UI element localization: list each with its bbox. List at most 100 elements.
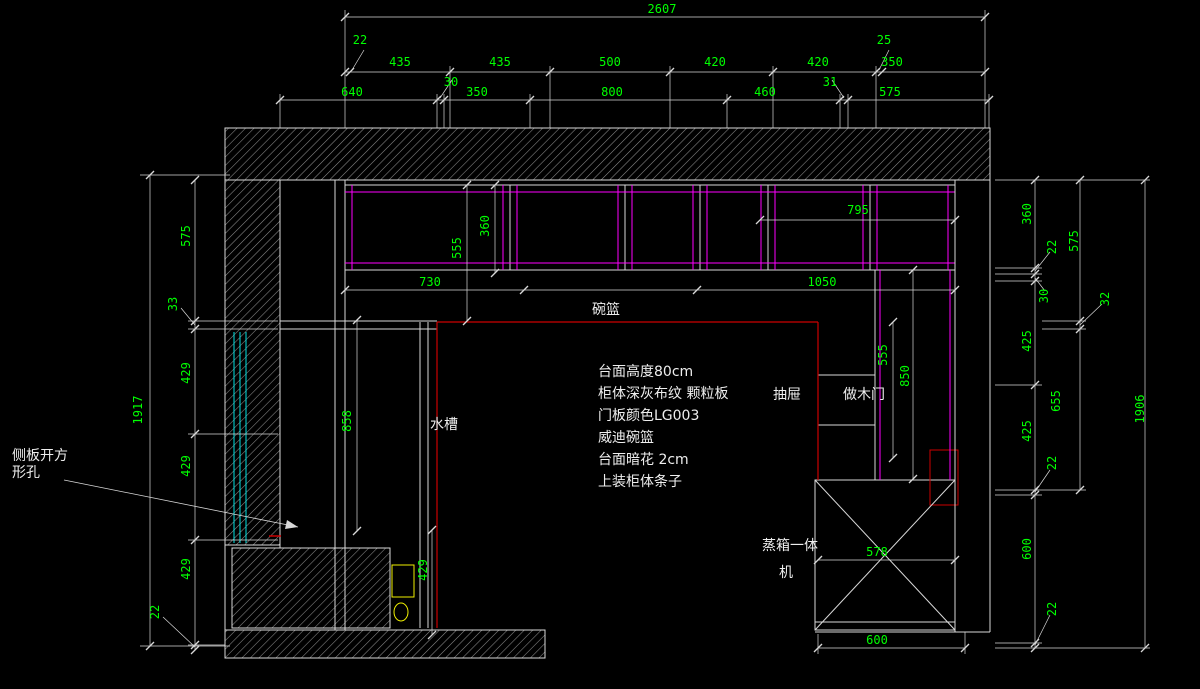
- dimension-tick: [190, 535, 200, 545]
- annotation-label: 水槽: [430, 417, 458, 433]
- dimension-tick: [352, 526, 362, 536]
- dim-label: 858: [340, 410, 354, 432]
- dimension-tick: [950, 215, 960, 225]
- dim-label: 1917: [131, 396, 145, 425]
- dim-label: 22: [1045, 240, 1059, 254]
- dim-leader: [180, 307, 196, 326]
- oven-cross-line: [814, 479, 956, 631]
- dimension-tick: [427, 630, 437, 640]
- sink-fixture-circle: [393, 602, 409, 622]
- dim-label: 350: [881, 55, 903, 69]
- dim-label: 435: [489, 55, 511, 69]
- note-line: 柜体深灰布纹 颗粒板: [598, 386, 728, 402]
- annotation-label: 侧板开方: [12, 448, 68, 464]
- dimension-tick: [1075, 324, 1085, 334]
- dim-label: 429: [416, 559, 430, 581]
- dimension-tick: [692, 285, 702, 295]
- note-line: 上装柜体条子: [598, 473, 682, 490]
- dimension-tick: [960, 643, 970, 653]
- dim-label: 360: [478, 215, 492, 237]
- dim-leader: [162, 616, 196, 648]
- dim-leader: [1079, 303, 1103, 326]
- dimension-tick: [432, 95, 442, 105]
- dimension-tick: [439, 95, 449, 105]
- annotation-label: 做木门: [843, 387, 885, 403]
- dimension-tick: [190, 640, 200, 650]
- dim-label: 420: [704, 55, 726, 69]
- sink-fixture-rect: [391, 564, 415, 598]
- dim-label: 575: [179, 225, 193, 247]
- dim-label: 32: [1098, 292, 1112, 306]
- dim-label: 640: [341, 85, 363, 99]
- dim-label: 655: [1049, 390, 1063, 412]
- dimension-tick: [275, 95, 285, 105]
- dim-label: 429: [179, 362, 193, 384]
- red-appliance-marker: [929, 449, 959, 506]
- dimension-tick: [984, 95, 994, 105]
- dim-label: 22: [148, 605, 162, 619]
- dimension-tick: [1075, 316, 1085, 326]
- dimension-tick: [1140, 175, 1150, 185]
- dimension-tick: [519, 285, 529, 295]
- dimension-tick: [340, 12, 350, 22]
- annotation-label: 形孔: [12, 465, 40, 481]
- dimension-tick: [908, 474, 918, 484]
- dim-label: 1050: [808, 275, 837, 289]
- dimension-tick: [813, 643, 823, 653]
- dimension-tick: [145, 170, 155, 180]
- annotation-label: 机: [779, 565, 793, 581]
- dim-label: 850: [898, 365, 912, 387]
- dimension-tick: [190, 316, 200, 326]
- dimension-tick: [877, 67, 887, 77]
- dimension-tick: [871, 67, 881, 77]
- dimension-tick: [340, 285, 350, 295]
- dimension-tick: [980, 67, 990, 77]
- dim-leader: [439, 79, 453, 99]
- dimension-tick: [1030, 485, 1040, 495]
- dimension-tick: [755, 215, 765, 225]
- dimension-tick: [1030, 263, 1040, 273]
- dimension-tick: [1030, 276, 1040, 286]
- dimension-tick: [722, 95, 732, 105]
- dimension-tick: [445, 67, 455, 77]
- dim-label: 575: [879, 85, 901, 99]
- leader-arrowhead: [285, 520, 298, 529]
- dimension-tick: [1030, 643, 1040, 653]
- dimension-tick: [1030, 380, 1040, 390]
- note-line: 台面高度80cm: [598, 363, 693, 380]
- dim-label: 22: [353, 33, 367, 47]
- dimension-tick: [345, 67, 355, 77]
- dim-leader: [1034, 251, 1051, 272]
- dim-label: 30: [1037, 289, 1051, 303]
- annotation-label: 碗篮: [592, 302, 620, 318]
- annotation-leader-line: [63, 479, 299, 528]
- dimension-tick: [1030, 490, 1040, 500]
- left-wall-hatch: [224, 179, 281, 546]
- drawing-geometry: [63, 10, 1150, 659]
- note-line: 威迪碗篮: [598, 430, 654, 446]
- dimension-tick: [190, 645, 200, 655]
- dim-label: 795: [847, 203, 869, 217]
- dim-label: 31: [823, 75, 837, 89]
- dimension-tick: [1030, 269, 1040, 279]
- dimension-tick: [813, 555, 823, 565]
- note-line: 台面暗花 2cm: [598, 452, 689, 468]
- dim-label: 600: [866, 633, 888, 647]
- dimension-tick: [352, 315, 362, 325]
- dimension-tick: [145, 641, 155, 651]
- dim-leader: [351, 49, 365, 71]
- dim-label: 460: [754, 85, 776, 99]
- dim-label: 500: [599, 55, 621, 69]
- dimension-tick: [888, 453, 898, 463]
- dimension-tick: [462, 180, 472, 190]
- dim-label: 33: [166, 297, 180, 311]
- dim-label: 22: [1045, 602, 1059, 616]
- dim-label: 555: [450, 237, 464, 259]
- dimension-tick: [768, 67, 778, 77]
- dimension-tick: [980, 12, 990, 22]
- dimension-tick: [190, 429, 200, 439]
- dimension-tick: [462, 316, 472, 326]
- dim-label: 429: [179, 558, 193, 580]
- bottom-wall-hatch: [224, 629, 546, 659]
